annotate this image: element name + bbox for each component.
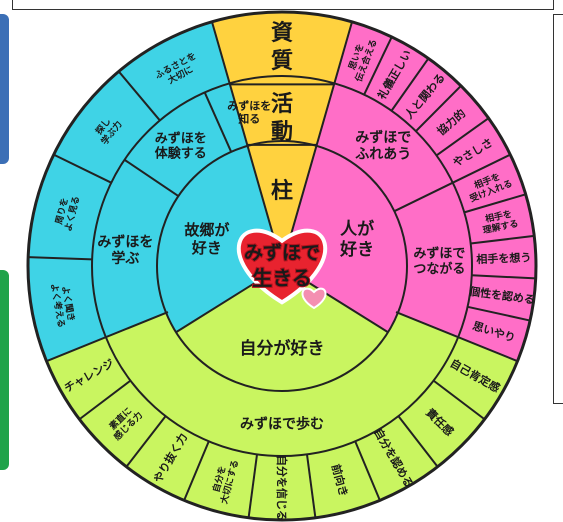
right-side-frame — [553, 14, 563, 404]
outer-lime-div-2 — [397, 415, 439, 468]
outer-ring-cyan — [27, 21, 230, 362]
outer-pink-div-1 — [363, 36, 393, 96]
middle-label-tsunagaru: みずほでつながる — [413, 246, 465, 277]
outer-cyan-div-1 — [28, 256, 93, 261]
small-heart-icon — [301, 287, 327, 310]
outer-pink-div-8 — [471, 274, 536, 280]
outer-lime-div-4 — [305, 454, 317, 518]
outer-pink-div-6 — [463, 193, 526, 214]
outer-lime-div-5 — [247, 454, 259, 518]
middle-label-shiru: みずほを知る — [227, 98, 271, 125]
left-side-panel-blue — [0, 14, 9, 164]
spine-wedge — [211, 11, 353, 266]
spine-char-1: 資 — [271, 20, 293, 46]
inner-sector-cyan — [157, 145, 282, 333]
spine-char-5: 柱 — [271, 179, 293, 204]
outer-lime-div-7 — [125, 415, 167, 468]
boundary-lime-cyan — [46, 311, 169, 363]
heart-text-line2: 生きる — [252, 266, 312, 290]
outer-lime-div-8 — [78, 379, 132, 421]
ring-outline-0 — [26, 10, 538, 522]
inner-label-kokyo: 故郷が好き — [184, 221, 230, 257]
boundary-pink-lime — [395, 311, 518, 363]
middle-ring-lime — [105, 312, 459, 457]
outer-pink-div-2 — [390, 57, 430, 112]
spine-char-3: 活 — [271, 92, 293, 117]
middle-div-pink — [393, 181, 454, 213]
middle-div-cyan-1 — [123, 158, 179, 197]
middle-label-fureau: みずほでふれあう — [355, 129, 411, 163]
spine-char-2: 質 — [271, 49, 293, 74]
inner-label-hito: 人が好き — [339, 219, 374, 260]
outer-cyan-div-2 — [53, 153, 112, 184]
spine-edge-right — [281, 21, 353, 267]
outer-lime-label-5: 自分を信じる — [275, 455, 289, 521]
inner-sector-pink — [282, 145, 408, 333]
spine-edge-left — [211, 21, 283, 267]
outer-pink-div-3 — [415, 85, 462, 132]
heart-text-line1: みずほで — [244, 242, 320, 264]
outer-ring-lime — [46, 337, 518, 520]
middle-label-ayumu: みずほで歩む — [240, 416, 324, 433]
outer-lime-div-6 — [183, 440, 210, 501]
top-frame-line — [12, 0, 554, 10]
outer-lime-div-3 — [354, 440, 381, 501]
inner-sector-lime — [175, 266, 389, 391]
center-heart — [236, 228, 328, 305]
outer-pink-div-5 — [452, 153, 511, 184]
outer-pink-div-4 — [435, 117, 490, 157]
outer-cyan-div-3 — [117, 70, 161, 122]
middle-div-cyan-2 — [203, 92, 233, 153]
ring-outline-2 — [156, 140, 408, 392]
left-side-panel-green — [0, 270, 9, 470]
outer-pink-div-9 — [467, 305, 531, 322]
outer-lime-div-1 — [432, 379, 486, 421]
outer-pink-div-7 — [470, 234, 535, 245]
inner-label-jibun: 自分が好き — [240, 338, 325, 359]
middle-label-manabu: みずほを学ぶ — [97, 233, 153, 267]
outer-pink-label-8: 相手を想う — [476, 250, 531, 266]
spine-char-4: 動 — [271, 120, 293, 145]
middle-label-taiken: みずほを体験する — [155, 130, 207, 161]
ring-outline-1 — [91, 75, 473, 457]
